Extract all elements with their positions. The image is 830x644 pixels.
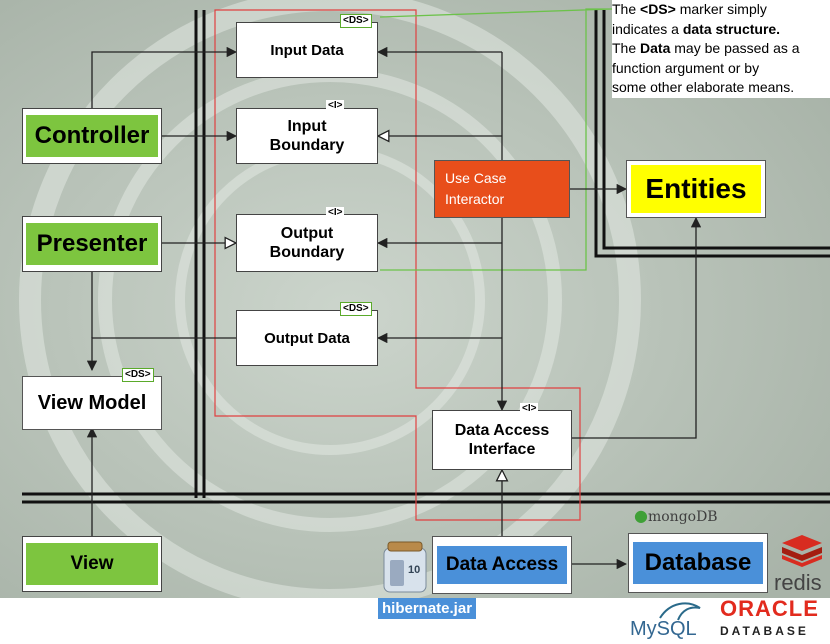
- redis-logo: redis: [774, 533, 830, 595]
- mongodb-label: mongoDB: [647, 509, 718, 525]
- presenter-box: Presenter: [22, 216, 162, 272]
- hibernate-jar-icon: 10: [380, 540, 430, 594]
- input-boundary-label-line1: Input: [287, 118, 327, 135]
- note-line2-bold: data structure.: [682, 20, 781, 37]
- input-boundary-label-line2: Boundary: [269, 137, 345, 154]
- use-case-label-line2: Interactor: [445, 191, 505, 207]
- database-label: Database: [644, 549, 752, 576]
- input-data-ds-marker: <DS>: [340, 14, 372, 28]
- note-line3-post: may be passed as a: [670, 40, 800, 56]
- oracle-logo: ORACLE DATABASE: [720, 596, 828, 638]
- output-data-ds-marker: <DS>: [340, 302, 372, 316]
- note-line1-post: marker simply: [675, 1, 767, 17]
- mysql-label: MySQL: [630, 618, 697, 640]
- view-model-label: View Model: [37, 391, 147, 414]
- controller-label: Controller: [34, 122, 150, 149]
- boundary-bar-vertical: [194, 10, 206, 498]
- mysql-dolphin-icon: [659, 602, 701, 621]
- note-line2-pre: indicates a: [612, 20, 683, 37]
- data-access-interface-i-marker: <I>: [520, 403, 539, 415]
- data-access-interface-label-line1: Data Access: [454, 422, 550, 439]
- view-box: View: [22, 536, 162, 592]
- presenter-label: Presenter: [36, 230, 148, 257]
- controller-box: Controller: [22, 108, 162, 164]
- boundary-bar-horizontal: [22, 492, 830, 504]
- view-label: View: [70, 553, 114, 574]
- boundary-bar-entities: [594, 10, 830, 258]
- data-access-box: Data Access: [432, 536, 572, 594]
- view-model-box: View Model: [22, 376, 162, 430]
- redis-label: redis: [774, 570, 822, 595]
- data-access-interface-label-line2: Interface: [468, 441, 536, 458]
- note-line1-pre: The: [612, 1, 641, 17]
- output-boundary-i-marker: <I>: [326, 207, 345, 219]
- use-case-label-line1: Use Case: [445, 170, 507, 186]
- entities-box: Entities: [626, 160, 766, 218]
- oracle-sub-label: DATABASE: [720, 624, 809, 638]
- output-boundary-label-line1: Output: [280, 225, 334, 242]
- note-line3-pre: The: [612, 40, 641, 56]
- mysql-logo: MySQL: [630, 598, 710, 642]
- data-access-interface-to-entities-arrow: [572, 216, 702, 439]
- hibernate-label: hibernate.jar: [378, 598, 477, 619]
- input-data-label: Input Data: [270, 41, 344, 59]
- database-box: Database: [628, 533, 768, 593]
- input-boundary-i-marker: <I>: [326, 100, 345, 112]
- mongodb-leaf-icon: ●: [634, 506, 648, 525]
- ds-note: The <DS> marker simply indicates a data …: [612, 0, 830, 98]
- note-line3-bold: Data: [640, 40, 671, 56]
- data-access-label: Data Access: [445, 554, 559, 575]
- note-line5: some other elaborate means.: [612, 79, 795, 95]
- output-data-label: Output Data: [264, 329, 350, 347]
- note-line4: function argument or by: [612, 59, 760, 76]
- controller-to-input-data-arrow: [91, 46, 238, 110]
- mongodb-logo: ●mongoDB: [634, 506, 718, 525]
- oracle-label: ORACLE: [720, 596, 819, 621]
- jar-label: 10: [408, 564, 421, 576]
- entities-label: Entities: [645, 173, 747, 204]
- note-line1-bold: <DS>: [640, 1, 676, 17]
- output-boundary-label-line2: Boundary: [269, 244, 345, 261]
- diagram-background: [0, 0, 830, 598]
- redis-cube-icon: [782, 535, 822, 567]
- output-data-box: Output Data: [236, 310, 378, 366]
- view-model-ds-marker: <DS>: [122, 368, 154, 382]
- note-connector-line: [379, 8, 613, 271]
- input-data-box: Input Data: [236, 22, 378, 78]
